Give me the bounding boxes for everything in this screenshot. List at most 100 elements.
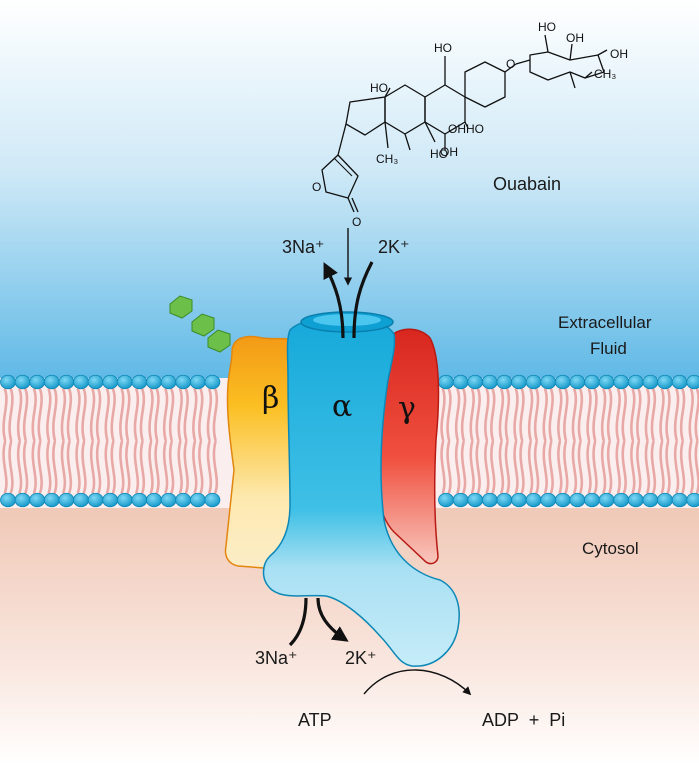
adp-pi-label: ADP + Pi [482, 710, 565, 730]
lipid-head [116, 374, 133, 390]
extracellular-label: Extracellular [558, 313, 652, 332]
lipid-tail [621, 388, 627, 442]
cytosol-label: Cytosol [582, 539, 639, 558]
lipid-head [584, 492, 600, 508]
lipid-tail [548, 388, 554, 442]
lipid-head [686, 374, 699, 390]
lipid-head [160, 374, 177, 390]
lipid-head [554, 492, 571, 508]
lipid-head [29, 374, 46, 390]
lipid-tail [694, 440, 699, 494]
lipid-tail [542, 440, 548, 494]
beta-subunit [224, 335, 301, 570]
lipid-head [598, 374, 615, 390]
lipid-head [43, 374, 60, 390]
lipid-head [131, 492, 148, 508]
ouabain-ho-side: HO [430, 147, 448, 161]
lipid-tail [469, 440, 475, 494]
ouabain-ch3-steroid: CH₃ [376, 152, 398, 166]
lipid-head [73, 374, 89, 390]
lipid-head [189, 374, 206, 390]
lipid-tail [16, 388, 23, 442]
lipid-head [467, 374, 484, 390]
lipid-head [657, 492, 673, 508]
lipid-tail [694, 388, 699, 442]
lipid-tail [484, 440, 490, 494]
lipid-tail [125, 388, 131, 442]
ouabain-label: Ouabain [493, 174, 561, 194]
lipid-tail [621, 440, 627, 494]
lipid-tail [104, 440, 110, 494]
lipid-tail [548, 440, 554, 494]
lipid-tail [615, 440, 621, 494]
lipid-tail [557, 388, 563, 442]
lipid-tail [119, 440, 125, 494]
lipid-tail [75, 440, 81, 494]
beta-label: β [262, 381, 279, 416]
lipid-tail [37, 440, 43, 494]
lipid-tail [125, 440, 131, 494]
lipid-tail [95, 388, 102, 442]
lipid-tail [37, 388, 43, 442]
lipid-tail [89, 440, 96, 494]
lipid-heads-outer-leaflet [0, 374, 699, 390]
lipid-tail [600, 388, 607, 442]
lipid-tail [644, 388, 651, 442]
lipid-head [189, 492, 206, 508]
lipid-tail [606, 388, 613, 442]
lipid-tail [650, 388, 657, 442]
alpha-pore-highlight [313, 314, 381, 326]
lipid-tail [454, 388, 461, 442]
ouabain-ho-top: HO [538, 20, 556, 34]
lipid-tail [563, 440, 569, 494]
lipid-head [671, 492, 688, 508]
lipid-tail [75, 388, 81, 442]
lipid-tail [563, 388, 569, 442]
lipid-tail [519, 388, 525, 442]
lipid-head [627, 492, 644, 508]
lipid-tail [490, 388, 496, 442]
lipid-tail [52, 388, 58, 442]
bottom-potassium-label: 2K⁺ [345, 648, 377, 668]
sodium-out-arrow [323, 262, 345, 339]
lipid-tail [66, 388, 73, 442]
lipid-tail [673, 388, 680, 442]
lipid-tail [688, 440, 694, 494]
lipid-tail [542, 388, 548, 442]
lipid-tail [484, 388, 490, 442]
lipid-tail [577, 440, 584, 494]
top-sodium-label: 3Na⁺ [282, 237, 325, 257]
lipid-head [540, 492, 557, 508]
lipid-tail [688, 388, 694, 442]
lipid-tails [2, 388, 699, 494]
lipid-tail [22, 440, 29, 494]
lipid-tail [95, 440, 102, 494]
lipid-head [554, 374, 571, 390]
lipid-tail [139, 440, 146, 494]
lipid-head [58, 492, 75, 508]
lipid-tail [168, 440, 175, 494]
potassium-out-arrow-bottom [316, 597, 349, 642]
lipid-tail [600, 440, 607, 494]
lipid-tail [162, 440, 169, 494]
lipid-head [146, 492, 162, 508]
lipid-tail [586, 440, 592, 494]
lipid-tail [636, 440, 642, 494]
lipid-head [131, 374, 148, 390]
sodium-in-arrow-bottom [288, 597, 308, 647]
lipid-tail [2, 440, 8, 494]
lipid-tail [119, 388, 125, 442]
potassium-in-arrow [352, 261, 374, 339]
lipid-tail [162, 388, 169, 442]
lipid-head [175, 374, 192, 390]
lipid-head [102, 374, 119, 390]
lipid-head [438, 374, 454, 390]
lipid-tail [60, 388, 67, 442]
lipid-tail [177, 440, 183, 494]
lipid-tail [148, 388, 154, 442]
lipid-tail [133, 388, 140, 442]
bottom-sodium-label: 3Na⁺ [255, 648, 298, 668]
lipid-head [627, 374, 644, 390]
lipid-tail [66, 440, 73, 494]
ouabain-oh-c11: OH [440, 145, 458, 159]
